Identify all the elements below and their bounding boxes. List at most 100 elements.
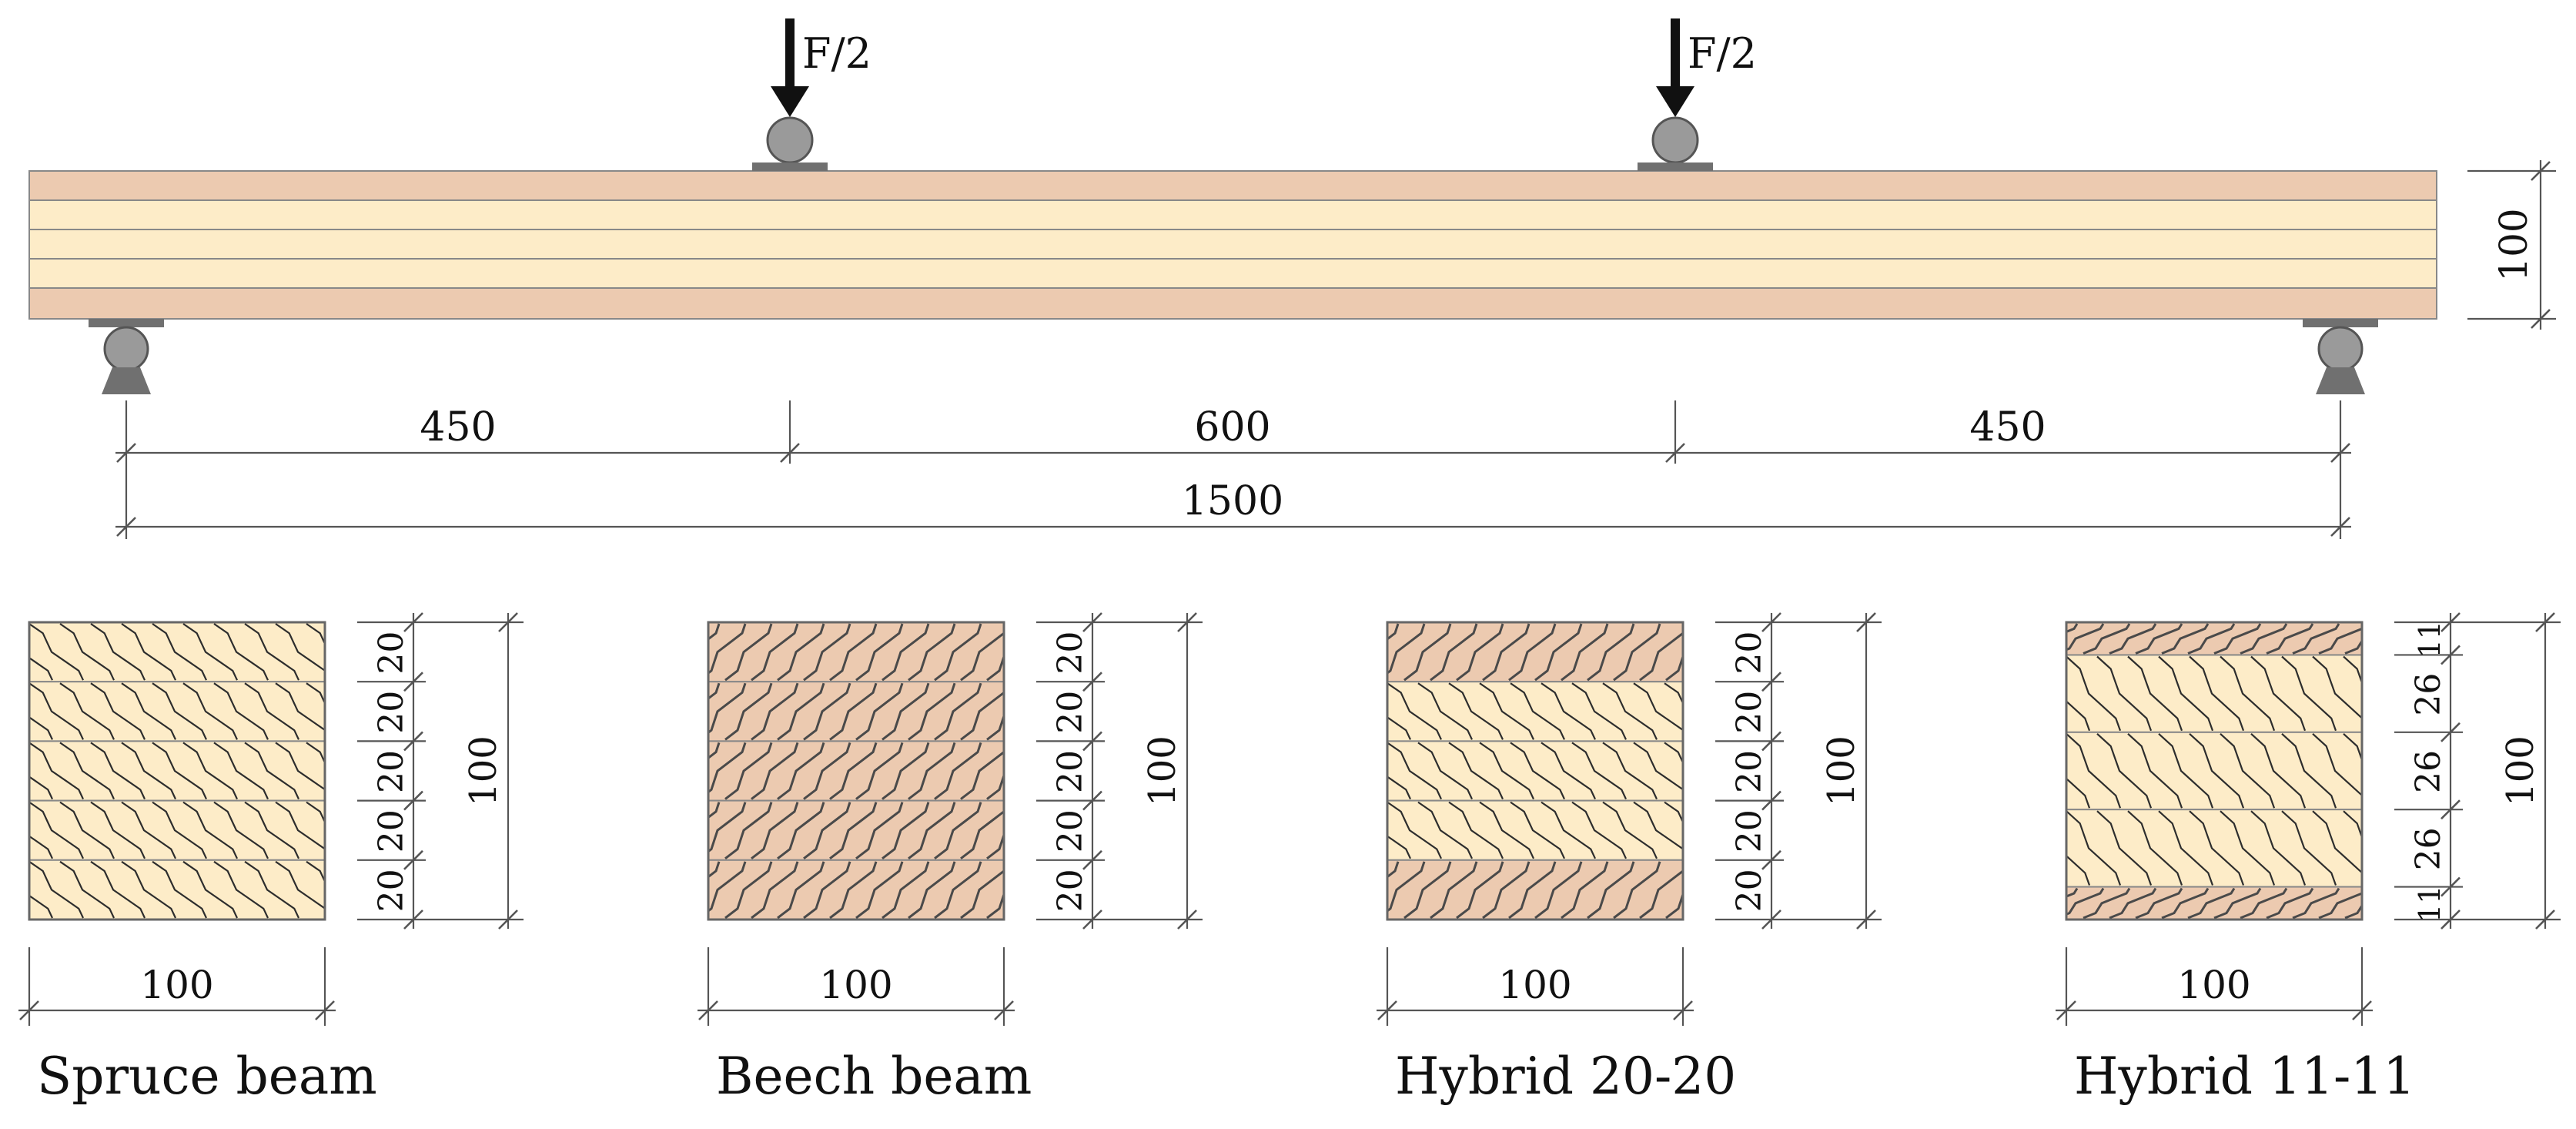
grain-line — [2266, 623, 2314, 655]
grain-line — [2318, 626, 2362, 655]
spruce-lamella — [2066, 731, 2363, 811]
layer-thickness-label: 20 — [372, 632, 411, 675]
layer-thickness-label: 11 — [2413, 886, 2447, 923]
span-label-right: 450 — [1969, 404, 2046, 451]
section-height-label: 100 — [2499, 735, 2542, 806]
grain-line — [1326, 683, 1380, 739]
grain-line — [1534, 623, 1583, 682]
grain-pattern — [2066, 655, 2362, 732]
layer-thickness-label: 20 — [1051, 750, 1090, 793]
grain-line — [960, 867, 1004, 920]
grain-line — [1403, 623, 1452, 682]
grain-line — [2281, 655, 2337, 732]
load-roller — [766, 116, 814, 164]
grain-pattern — [1387, 801, 1683, 859]
beech-lamella — [2066, 886, 2363, 921]
grain-line — [2066, 887, 2105, 916]
section-outline — [2065, 621, 2364, 921]
layer-thickness-label: 20 — [1730, 691, 1769, 734]
grain-line — [1633, 682, 1683, 732]
grain-line — [121, 860, 176, 919]
grain-line — [1387, 742, 1442, 800]
grain-line — [829, 742, 878, 800]
layer-thickness-label: 26 — [2409, 827, 2448, 870]
grain-line — [934, 861, 982, 920]
grain-line — [708, 682, 747, 735]
spruce-lamella — [28, 621, 326, 683]
grain-line — [829, 623, 878, 682]
grain-pattern — [29, 801, 325, 859]
load-label-left: F/2 — [802, 29, 871, 78]
grain-line — [1633, 742, 1683, 792]
grain-line — [708, 802, 721, 819]
beech-lamella — [708, 859, 1005, 921]
grain-line — [882, 742, 930, 800]
grain-line — [2005, 811, 2059, 885]
layer-thickness-label: 20 — [1051, 869, 1090, 912]
grain-line — [908, 682, 956, 741]
grain-line — [777, 623, 825, 682]
grain-line — [1664, 742, 1683, 765]
grain-line — [2312, 810, 2362, 875]
grain-line — [882, 802, 930, 859]
grain-line — [306, 623, 325, 646]
grain-line — [306, 742, 325, 765]
grain-line — [1508, 861, 1557, 920]
grain-line — [855, 861, 904, 920]
grain-line — [708, 623, 721, 641]
grain-line — [59, 860, 115, 919]
grain-line — [724, 682, 773, 741]
grain-line — [724, 742, 773, 800]
grain-line — [2318, 891, 2362, 920]
grain-line — [855, 682, 904, 741]
grain-line — [213, 801, 269, 859]
grain-line — [751, 623, 799, 682]
grain-line — [1387, 716, 1411, 740]
support-left — [89, 319, 164, 394]
grain-line — [152, 860, 207, 919]
grain-line — [2343, 655, 2362, 685]
grain-line — [1587, 861, 1635, 920]
grain-line — [1602, 801, 1658, 859]
grain-line — [803, 802, 851, 859]
grain-line — [152, 682, 207, 740]
beech-lamella — [708, 681, 1005, 742]
grain-line — [244, 623, 299, 681]
span-label-middle: 600 — [1194, 404, 1270, 451]
grain-pattern — [2066, 887, 2362, 920]
grain-line — [829, 682, 878, 741]
grain-line — [2066, 854, 2091, 886]
beam-elevation — [28, 170, 2437, 320]
grain-line — [882, 861, 930, 920]
layer-thickness-label: 20 — [372, 691, 411, 734]
grain-line — [908, 802, 956, 859]
grain-line — [1541, 801, 1596, 859]
support-plate — [2303, 319, 2378, 327]
spruce-lamella — [28, 681, 326, 742]
grain-line — [1479, 801, 1534, 859]
grain-line — [1510, 742, 1565, 800]
grain-line — [1587, 623, 1635, 682]
grain-line — [275, 682, 325, 732]
grain-line — [275, 742, 325, 792]
load-arrow-head — [771, 86, 809, 117]
grain-line — [2066, 655, 2122, 732]
grain-line — [2240, 623, 2288, 655]
grain-line — [1664, 801, 1683, 825]
beam-core-lamella-1 — [28, 199, 2437, 230]
grain-line — [2083, 887, 2131, 920]
grain-line — [934, 742, 982, 800]
grain-line — [2343, 810, 2362, 840]
grain-line — [1571, 682, 1627, 740]
grain-line — [960, 748, 1004, 800]
grain-line — [1387, 861, 1426, 913]
grain-line — [803, 861, 851, 920]
grain-line — [960, 688, 1004, 741]
grain-line — [2066, 732, 2122, 809]
grain-line — [751, 682, 799, 741]
grain-line — [751, 861, 799, 920]
grain-line — [152, 801, 207, 859]
layer-thickness-label: 20 — [1730, 632, 1769, 675]
grain-line — [2250, 810, 2307, 886]
